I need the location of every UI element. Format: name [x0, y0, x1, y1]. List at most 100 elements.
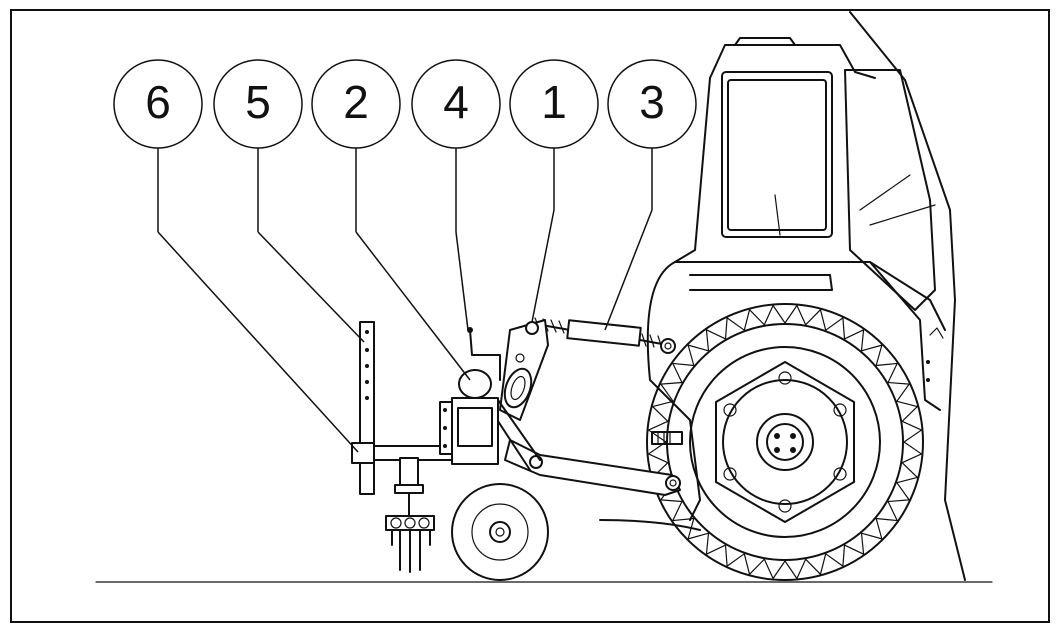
callout-leader-1-diag	[531, 209, 555, 323]
tread-tooth	[825, 317, 846, 340]
gear-lever	[774, 194, 781, 236]
frame-bolt	[443, 426, 447, 430]
callout-label: 2	[343, 76, 369, 128]
tread-tooth	[647, 420, 669, 443]
beam-clamp	[351, 442, 375, 464]
tread-tooth	[705, 329, 727, 352]
hitch-linkage	[491, 317, 681, 496]
callout-label: 1	[541, 76, 567, 128]
callout-leader-2-diag	[355, 231, 471, 381]
tread-tooth	[743, 553, 765, 575]
tine-spring	[404, 517, 416, 529]
steering-wheel	[859, 174, 936, 226]
tractor-side-curve	[849, 11, 966, 581]
frame-block-plate	[457, 407, 493, 447]
cab-roof	[709, 44, 876, 79]
wheel-nut	[833, 467, 847, 481]
callout-label: 4	[443, 76, 469, 128]
gauge-wheel-hub	[489, 521, 511, 543]
cab-rivet	[926, 378, 930, 382]
tread-tooth	[860, 344, 883, 367]
tire-tread-inner	[666, 323, 904, 561]
callout-circle-6	[113, 59, 203, 149]
hub-bolt	[774, 433, 780, 439]
cab-rivet	[926, 360, 930, 364]
hub-plate	[722, 379, 848, 505]
top-link-rod-end	[639, 339, 663, 345]
lower-link-pin	[529, 455, 543, 469]
tread-tooth	[901, 441, 923, 464]
tread-tooth	[672, 362, 695, 384]
fender-top	[674, 261, 946, 331]
post-hole	[365, 330, 369, 334]
tread-tooth	[875, 500, 898, 522]
mast-pin	[525, 321, 539, 335]
mast-hole	[515, 353, 525, 363]
tread-tooth	[875, 362, 898, 384]
crank-handle	[469, 329, 501, 381]
tread-tooth	[805, 309, 827, 331]
post-hole	[365, 364, 369, 368]
tread-tooth	[763, 304, 786, 326]
cab-front-window	[721, 71, 833, 238]
lower-link-eye-hole	[669, 479, 677, 487]
tread-tooth	[825, 544, 846, 567]
tread-tooth	[901, 420, 923, 443]
outer-frame	[10, 9, 1050, 623]
callout-circle-3	[607, 59, 697, 149]
tine-spring	[418, 517, 430, 529]
hub-bolt	[774, 447, 780, 453]
tire-tread	[647, 304, 923, 580]
cab-handle-icon	[929, 327, 944, 339]
tread-tooth	[805, 553, 827, 575]
hub-bolt	[790, 447, 796, 453]
callout-leader-4-diag	[455, 231, 469, 331]
top-link-eye-hole	[664, 342, 672, 350]
gauge-wheel	[451, 483, 549, 581]
gauge-wheel-rim	[471, 503, 529, 561]
frame-bolt	[443, 444, 447, 448]
tine-clamp	[394, 484, 424, 494]
hub-cap	[766, 423, 804, 461]
tractor	[599, 11, 966, 581]
lower-link	[504, 439, 681, 496]
post-hole	[365, 348, 369, 352]
tread-tooth	[652, 400, 674, 422]
tread-tooth	[647, 441, 669, 464]
tines	[391, 529, 431, 573]
callout-circle-4	[411, 59, 501, 149]
wheel-nut	[833, 403, 847, 417]
tread-tooth	[784, 558, 807, 580]
mast-bracket-inner	[510, 375, 526, 401]
tread-tooth	[660, 381, 683, 402]
tread-tooth	[743, 309, 765, 331]
fender-step	[689, 274, 833, 291]
callout-label: 3	[639, 76, 665, 128]
tread-tooth	[843, 329, 865, 352]
wheel-nut	[723, 467, 737, 481]
wheel-nut	[778, 499, 792, 513]
callout-label: 6	[145, 76, 171, 128]
cab-front-window-inner	[727, 79, 827, 231]
callout-leader-3-diag	[604, 209, 653, 331]
post-hole	[365, 380, 369, 384]
callout-leader-5-diag	[257, 231, 365, 343]
hub-center	[756, 413, 814, 471]
tread-tooth	[763, 558, 786, 580]
callout-circle-1	[509, 59, 599, 149]
depth-post	[359, 321, 375, 495]
callout-label: 5	[245, 76, 271, 128]
rim-outer	[689, 346, 881, 538]
rear-chassis	[646, 261, 701, 521]
tread-tooth	[784, 304, 807, 326]
tread-tooth	[724, 544, 745, 567]
tine-spring	[390, 517, 402, 529]
callout-leader-6-diag	[157, 231, 359, 453]
wheel-nut	[778, 371, 792, 385]
top-link-cylinder	[566, 319, 642, 347]
callout-circle-2	[311, 59, 401, 149]
wheel-nut	[723, 403, 737, 417]
tread-tooth	[860, 517, 883, 540]
post-hole	[365, 396, 369, 400]
